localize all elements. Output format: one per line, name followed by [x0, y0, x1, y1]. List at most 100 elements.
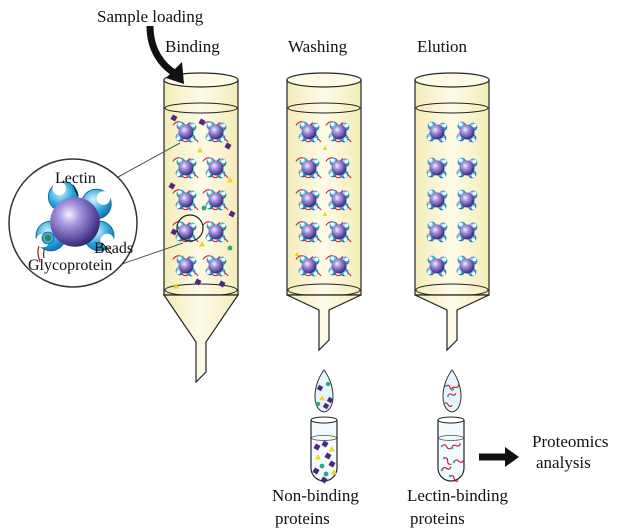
glycoprotein-lectin	[442, 456, 446, 460]
bead-with-lectins	[295, 121, 322, 143]
bead	[208, 124, 224, 140]
bead	[301, 192, 317, 208]
non-binding-protein	[315, 401, 321, 407]
bead-closeup	[35, 181, 115, 263]
lectin-pocket	[192, 159, 196, 164]
glycoprotein-lectin	[452, 460, 456, 464]
non-binding-protein	[319, 395, 325, 401]
lectin-pocket	[192, 223, 196, 228]
lectin-pocket	[192, 191, 196, 196]
non-binding-drop	[314, 369, 334, 413]
lectin-pocket	[473, 191, 477, 196]
lectin-pocket	[300, 190, 305, 194]
bead	[301, 258, 317, 274]
lectin-pocket	[220, 138, 225, 142]
non-binding-protein	[170, 228, 178, 236]
glycoprotein	[451, 443, 461, 449]
bead-with-lectins	[172, 121, 199, 143]
bead	[208, 192, 224, 208]
lectin-pocket	[458, 256, 463, 260]
bead-with-lectins	[295, 189, 322, 211]
lectin-pocket	[441, 138, 446, 142]
lectin-pocket	[457, 236, 461, 241]
lectin-pocket	[176, 172, 180, 177]
glycoprotein-lectin	[450, 388, 454, 392]
magnifier	[8, 142, 204, 288]
bead	[178, 160, 194, 176]
liquid-surface	[164, 102, 238, 114]
proteomics-arrow	[479, 447, 519, 467]
lectin-pocket	[313, 272, 318, 276]
lectin-pocket	[457, 172, 461, 177]
tube-body	[437, 420, 465, 482]
glycoprotein	[447, 392, 457, 397]
bead	[301, 224, 317, 240]
column-body	[414, 79, 490, 296]
non-binding-protein	[322, 402, 330, 410]
tube-liquid-surface	[438, 435, 464, 441]
lectin-pocket	[329, 136, 333, 141]
lectin-pocket	[441, 174, 446, 178]
lectin-pocket	[176, 236, 180, 241]
lectin-pocket	[428, 222, 433, 226]
lectin-pocket	[206, 136, 210, 141]
lectin-pocket	[345, 159, 349, 164]
lectin-pocket	[457, 270, 461, 275]
bead-with-lectins	[172, 255, 199, 277]
glycoprotein	[449, 475, 459, 482]
lectin-pocket	[343, 238, 348, 242]
lectin-pocket	[313, 174, 318, 178]
bead	[459, 224, 475, 240]
lectin-pocket	[345, 257, 349, 262]
bead-with-lectins	[202, 121, 229, 143]
non-binding-protein	[322, 211, 328, 216]
lectin-pocket	[220, 174, 225, 178]
non-binding-protein	[321, 440, 329, 448]
bead	[208, 224, 224, 240]
bead	[208, 160, 224, 176]
lectin-pocket	[190, 138, 195, 142]
lectin-pocket	[457, 136, 461, 141]
lectin-pocket	[190, 272, 195, 276]
lectin-pocket	[315, 191, 319, 196]
lectin-pocket	[343, 174, 348, 178]
lectin-pocket	[329, 270, 333, 275]
lectin-pocket	[177, 158, 182, 162]
lectin-pocket	[343, 206, 348, 210]
lectin-pocket	[427, 136, 431, 141]
lectin-pocket	[443, 223, 447, 228]
lectin-pocket	[176, 204, 180, 209]
lectin-pocket	[330, 158, 335, 162]
column-funnel	[414, 294, 490, 352]
lectin-pocket	[207, 122, 212, 126]
lectin-pocket	[177, 256, 182, 260]
bead-with-lectins	[426, 157, 448, 179]
washing-label: Washing	[288, 37, 348, 56]
lectin-pocket	[207, 190, 212, 194]
lectin-pocket	[206, 172, 210, 177]
bead	[331, 192, 347, 208]
beads-pointer	[101, 242, 113, 255]
lectin-pocket	[458, 222, 463, 226]
lectin-binding-drop	[442, 369, 462, 413]
non-binding-protein	[168, 182, 176, 190]
bead-with-lectins	[325, 157, 352, 179]
lectin-pocket	[299, 270, 303, 275]
lectin-pocket	[458, 190, 463, 194]
lectin-pocket	[329, 172, 333, 177]
lectin-pocket	[473, 123, 477, 128]
lectin-pocket	[220, 272, 225, 276]
lectin-pocket	[177, 190, 182, 194]
lectin-binding-label-line1: Lectin-binding	[407, 486, 509, 505]
sample-loading-arrowhead	[166, 62, 184, 84]
non-binding-protein	[322, 145, 328, 150]
lectin-pocket	[220, 238, 225, 242]
bead	[331, 124, 347, 140]
non-binding-protein	[328, 460, 336, 468]
bead-with-lectins	[202, 189, 229, 211]
lectin-pocket	[427, 172, 431, 177]
lectin-pocket	[343, 138, 348, 142]
bead	[331, 258, 347, 274]
non-binding-protein	[312, 467, 320, 475]
